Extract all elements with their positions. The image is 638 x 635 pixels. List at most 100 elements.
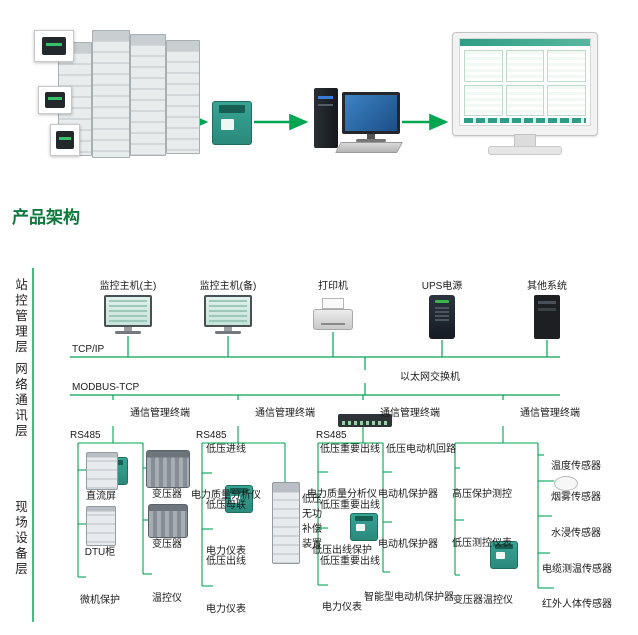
pc-monitor-icon xyxy=(342,92,400,142)
device-label: 高压保护测控 xyxy=(452,489,512,500)
station-item-host-backup: 监控主机(备) xyxy=(193,281,263,334)
device-label: 电力仪表 xyxy=(206,604,246,615)
monitor-screen xyxy=(104,295,152,327)
rs485-label: RS485 xyxy=(70,430,101,441)
device-label: 智能型电动机保护器 xyxy=(364,592,454,603)
dc-panel-icon xyxy=(86,452,118,490)
bus-label-modbus: MODBUS-TCP xyxy=(70,382,142,393)
device-label: DTU柜 xyxy=(84,547,116,558)
station-item-host-main: 监控主机(主) xyxy=(93,281,163,334)
feeder-label: 低压重要出线 xyxy=(320,444,380,455)
scada-monitor xyxy=(452,32,598,157)
server-tower-icon xyxy=(534,295,560,339)
scada-toolbar xyxy=(464,118,586,123)
compensation-label-line: 补偿 xyxy=(302,524,322,535)
station-item-label: 监控主机(备) xyxy=(199,281,257,292)
meter-callout-photo xyxy=(34,30,74,62)
ethernet-switch-icon xyxy=(338,414,392,427)
sensor-label: 烟雾传感器 xyxy=(551,492,601,503)
comm-terminal-icon xyxy=(225,485,253,513)
comm-terminal-label: 通信管理终端 xyxy=(255,408,315,419)
switchgear-cabinets-photo xyxy=(34,22,202,164)
device-label: 低压出线保护 xyxy=(312,545,372,556)
device-label: 电动机保护器 xyxy=(378,489,438,500)
cabinet-icon xyxy=(92,30,130,158)
layer-label-field: 现场设备层 xyxy=(13,500,27,578)
monitor-base xyxy=(215,331,241,334)
cabinet-icon xyxy=(130,34,166,156)
smoke-sensor-icon xyxy=(554,476,578,491)
station-item-label: 打印机 xyxy=(318,281,348,292)
ups-icon xyxy=(429,295,455,339)
station-item-label: 其他系统 xyxy=(527,281,567,292)
rs485-label: RS485 xyxy=(316,430,347,441)
sensor-label: 电缆测温传感器 xyxy=(542,564,612,575)
feeder-label: 低压重要出线 xyxy=(320,500,380,511)
printer-paper xyxy=(322,298,344,309)
device-label: 电力仪表 xyxy=(206,546,246,557)
feeder-label: 低压重要出线 xyxy=(320,556,380,567)
device-label: 电动机保护器 xyxy=(378,539,438,550)
sensor-label: 红外人体传感器 xyxy=(542,599,612,610)
scada-software-screenshot xyxy=(459,38,591,126)
compensation-label-line: 低压 xyxy=(302,494,322,505)
meter-icon xyxy=(42,37,66,55)
station-item-label: 监控主机(主) xyxy=(99,281,157,292)
cabinet-icon xyxy=(166,40,200,154)
rs485-label: RS485 xyxy=(196,430,227,441)
meter-callout-photo xyxy=(50,124,80,156)
printer-body xyxy=(313,309,353,330)
pc-screen xyxy=(342,92,400,134)
meter-icon xyxy=(56,131,74,149)
meter-icon xyxy=(45,92,65,108)
device-label: 低压测控仪表 xyxy=(452,538,512,549)
transformer-icon xyxy=(148,504,188,538)
monitor-screen xyxy=(204,295,252,327)
pc-monitor-neck xyxy=(367,134,375,139)
comm-gateway-icon xyxy=(212,101,252,145)
keyboard-icon xyxy=(335,142,403,153)
comm-terminal-icon xyxy=(490,541,518,569)
scada-panel xyxy=(505,50,545,82)
monitor-base xyxy=(115,331,141,334)
station-item-printer: 打印机 xyxy=(298,281,368,330)
feeder-label: 低压进线 xyxy=(206,444,246,455)
device-label: 微机保护 xyxy=(80,595,120,606)
feeder-label: 低压电动机回路 xyxy=(386,444,456,455)
device-label: 变压器温控仪 xyxy=(453,595,513,606)
compensation-label-line: 装置 xyxy=(302,539,322,550)
sensor-label: 温度传感器 xyxy=(551,461,601,472)
bus-label-tcpip: TCP/IP xyxy=(70,344,107,355)
feeder-label: 低压母联 xyxy=(206,500,246,511)
scada-monitor-base xyxy=(488,146,562,155)
device-label: 温控仪 xyxy=(152,593,182,604)
device-label: 电力仪表 xyxy=(322,602,362,613)
pc-monitor-base xyxy=(356,139,386,142)
monitor-host-icon xyxy=(104,295,152,334)
comm-terminal-icon xyxy=(350,513,378,541)
meter-callout-photo xyxy=(38,86,72,114)
compensation-label-line: 无功 xyxy=(302,509,322,520)
device-label: 变压器 xyxy=(152,489,182,500)
scada-panel xyxy=(547,84,586,116)
scada-panel xyxy=(464,84,503,116)
scada-titlebar xyxy=(460,39,590,46)
station-item-ups: UPS电源 xyxy=(407,281,477,339)
feeder-label: 低压出线 xyxy=(206,556,246,567)
sensor-label: 水浸传感器 xyxy=(551,528,601,539)
scada-monitor-frame xyxy=(452,32,598,136)
scada-panel xyxy=(547,50,586,82)
comm-terminal-label: 通信管理终端 xyxy=(520,408,580,419)
station-item-other-system: 其他系统 xyxy=(512,281,582,339)
scada-panel xyxy=(505,84,545,116)
comm-terminal-label: 通信管理终端 xyxy=(380,408,440,419)
page-title: 产品架构 xyxy=(12,208,80,227)
transformer-icon xyxy=(146,450,190,488)
monitor-neck xyxy=(124,327,132,331)
monitor-host-icon xyxy=(204,295,252,334)
scada-panels xyxy=(464,50,586,116)
device-label: 电力质量分析仪 xyxy=(307,489,377,500)
scada-panel xyxy=(464,50,503,82)
comm-terminal-label: 通信管理终端 xyxy=(130,408,190,419)
monitor-neck xyxy=(224,327,232,331)
